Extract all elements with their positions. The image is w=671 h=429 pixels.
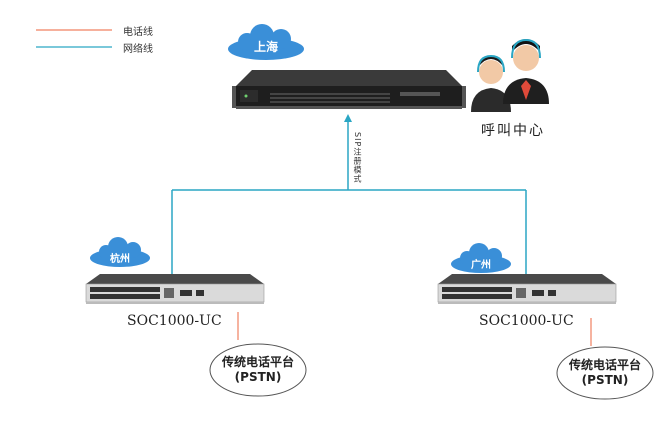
pstn-label-guangzhou: 传统电话平台 (PSTN) <box>557 358 653 388</box>
call-center-label: 呼叫中心 <box>481 123 545 139</box>
cloud-icon-hangzhou <box>90 237 150 267</box>
rack-server-icon <box>232 70 466 109</box>
pstn-abbr-hangzhou: (PSTN) <box>234 370 282 384</box>
cloud-icon-shanghai <box>228 24 304 60</box>
switch-icon-hangzhou <box>85 274 265 304</box>
cloud-icon-guangzhou <box>451 243 511 273</box>
pstn-cloud-guangzhou <box>556 346 654 400</box>
pstn-label-hangzhou: 传统电话平台 (PSTN) <box>210 355 306 385</box>
legend-phone-label: 电话线 <box>123 27 153 38</box>
switch-icon-guangzhou <box>437 274 617 304</box>
headset-agents-icon <box>471 38 549 112</box>
location-label-hangzhou: 杭州 <box>110 254 130 265</box>
pstn-name-guangzhou: 传统电话平台 <box>568 358 641 372</box>
pstn-cloud-hangzhou <box>209 343 307 397</box>
pstn-name-hangzhou: 传统电话平台 <box>221 355 294 369</box>
legend-network-label: 网络线 <box>123 44 153 55</box>
sip-link-label: SIP注册模式 <box>353 132 362 184</box>
device-model-hangzhou: SOC1000-UC <box>127 313 222 329</box>
location-label-shanghai: 上海 <box>253 40 278 54</box>
pstn-abbr-guangzhou: (PSTN) <box>581 373 629 387</box>
network-links <box>171 118 527 274</box>
location-label-guangzhou: 广州 <box>471 260 491 271</box>
device-model-guangzhou: SOC1000-UC <box>479 313 574 329</box>
up-arrow-icon <box>344 114 352 122</box>
